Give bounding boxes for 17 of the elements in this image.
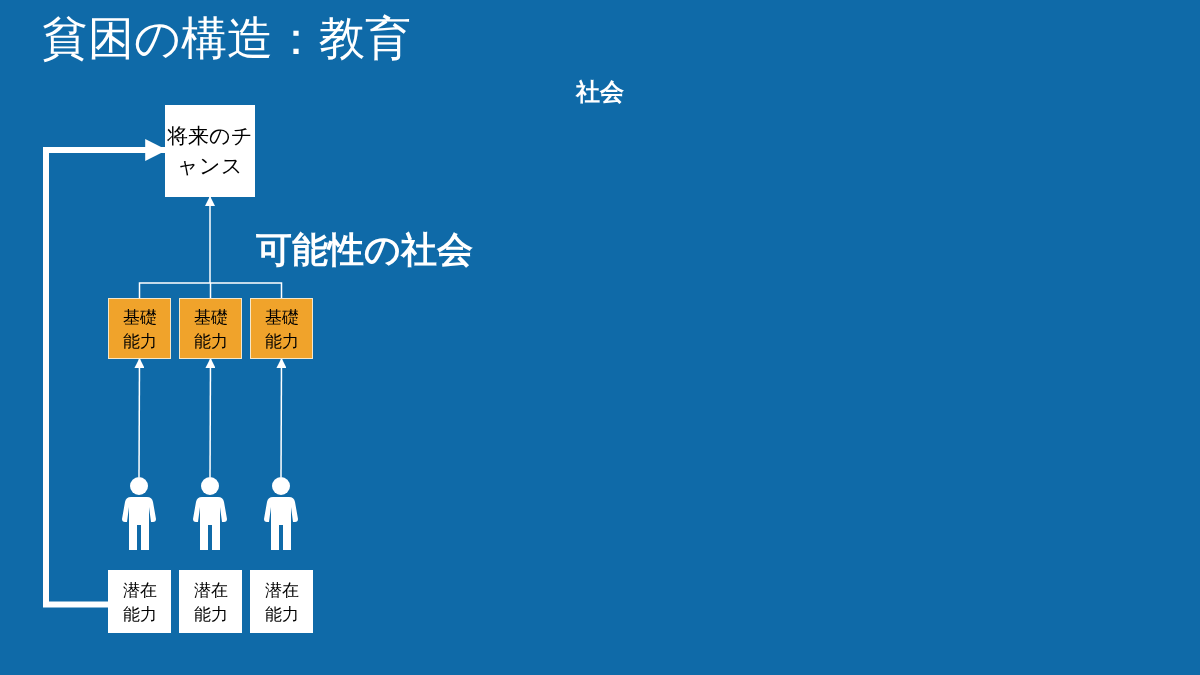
ability-box: 基礎能力 <box>108 298 171 359</box>
potential-box: 潜在能力 <box>108 570 171 633</box>
person-icon <box>264 477 298 550</box>
potential-box: 潜在能力 <box>179 570 242 633</box>
arrow <box>276 358 287 478</box>
arrow <box>205 358 216 478</box>
heading-text: 社会 <box>574 77 625 108</box>
outcome-box: 将来のチャンス <box>165 105 255 197</box>
ability-box: 基礎能力 <box>179 298 242 359</box>
arrow <box>134 358 145 478</box>
title: 貧困の構造：教育 <box>42 10 411 67</box>
person-icon <box>122 477 156 550</box>
ability-box: 基礎能力 <box>250 298 313 359</box>
person-icon <box>193 477 227 550</box>
potential-box: 潜在能力 <box>250 570 313 633</box>
heading-text: 可能性の社会 <box>256 228 473 272</box>
arrow <box>138 196 283 299</box>
